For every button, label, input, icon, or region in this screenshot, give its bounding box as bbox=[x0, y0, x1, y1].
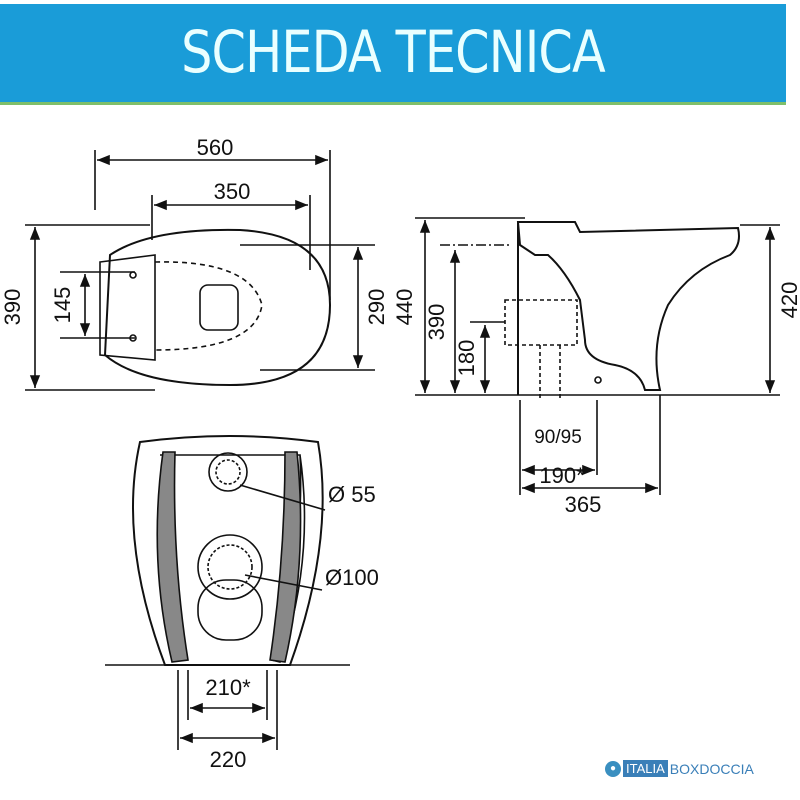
dim-350: 350 bbox=[214, 179, 251, 204]
dim-190: 190* bbox=[539, 463, 585, 488]
dim-90-95: 90/95 bbox=[534, 427, 582, 448]
logo-part-a: ITALIA bbox=[623, 760, 668, 777]
dim-210: 210* bbox=[205, 675, 251, 700]
dim-220: 220 bbox=[210, 747, 247, 772]
dim-560: 560 bbox=[197, 135, 234, 160]
dim-180: 180 bbox=[454, 340, 479, 377]
dim-365: 365 bbox=[565, 492, 602, 517]
back-view bbox=[105, 435, 350, 750]
dim-390-top: 390 bbox=[0, 289, 25, 326]
dim-420: 420 bbox=[777, 282, 800, 319]
dim-390-side: 390 bbox=[424, 304, 449, 341]
dim-440: 440 bbox=[392, 289, 417, 326]
dim-145: 145 bbox=[50, 287, 75, 324]
brand-logo: ● ITALIA BOXDOCCIA bbox=[605, 760, 754, 777]
side-view bbox=[415, 217, 780, 495]
water-drop-icon: ● bbox=[605, 760, 621, 777]
logo-part-b: BOXDOCCIA bbox=[669, 760, 754, 777]
dim-d100: Ø100 bbox=[325, 565, 379, 590]
dim-290: 290 bbox=[364, 289, 389, 326]
page-title: SCHEDA TECNICA bbox=[181, 18, 606, 86]
dim-d55: Ø 55 bbox=[328, 482, 376, 507]
header-banner: SCHEDA TECNICA bbox=[0, 4, 786, 105]
top-view bbox=[25, 150, 375, 391]
